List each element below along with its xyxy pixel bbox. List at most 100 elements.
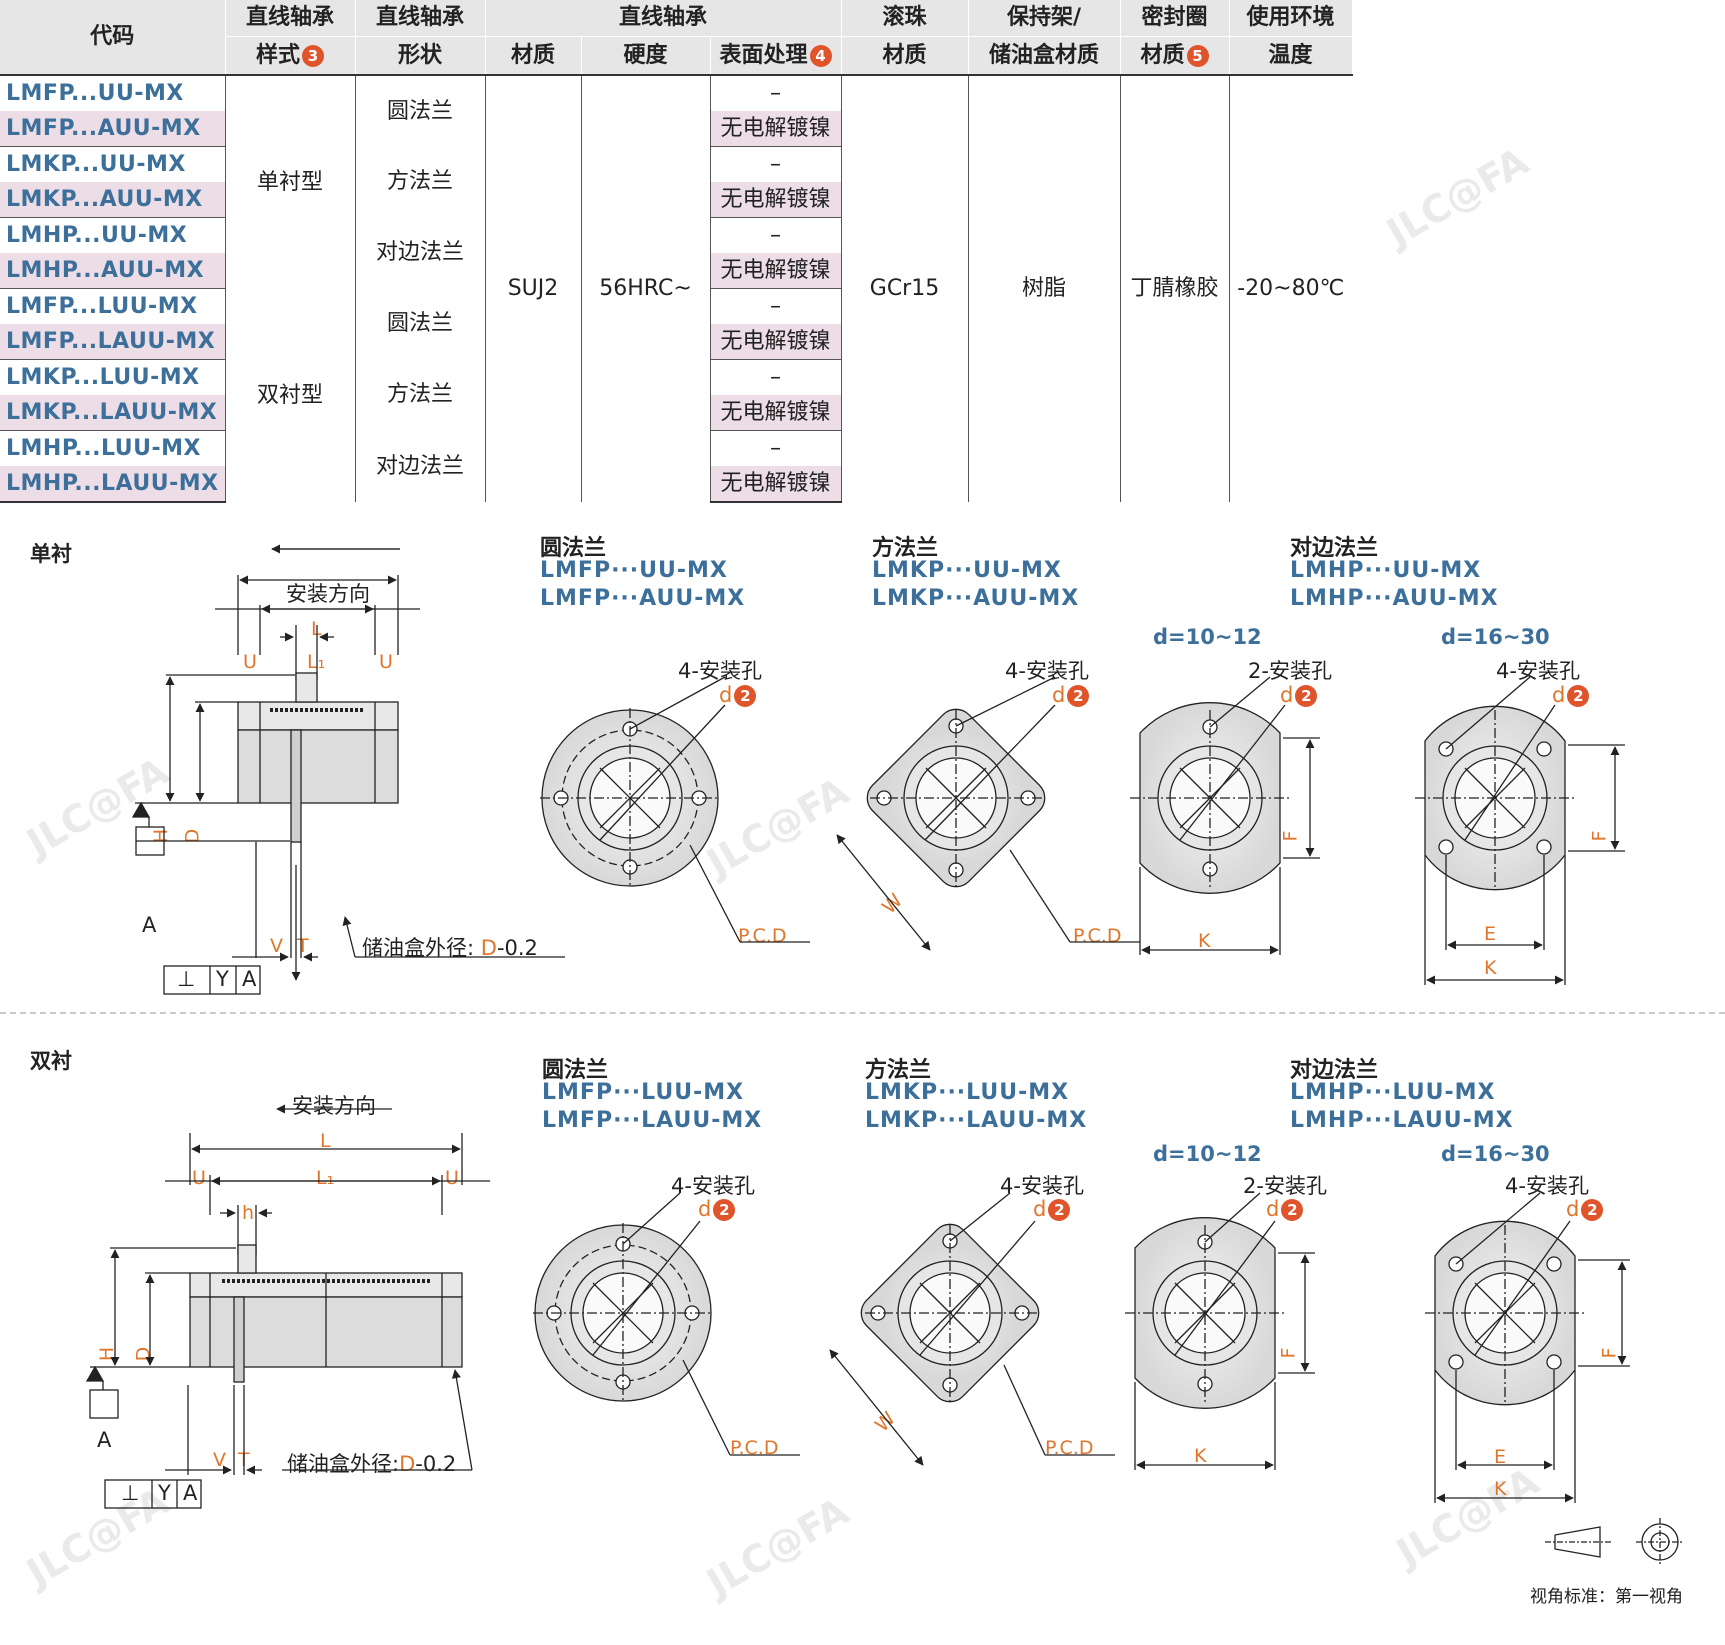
- table-cell-surface: 无电解镀镍: [709, 253, 841, 289]
- projection-note: 视角标准：第一视角: [1530, 1587, 1683, 1607]
- cut-small-range: d=10~12: [1153, 1142, 1262, 1166]
- round-flange-model: LMFP···LAUU-MX: [542, 1108, 763, 1133]
- table-cell-hardness: 56HRC~: [580, 75, 710, 502]
- tol-symbol: ⊥: [177, 967, 196, 991]
- projection-symbol: [1545, 1518, 1684, 1566]
- technical-drawings: [85, 544, 1684, 1566]
- table-cell-surface: 无电解镀镍: [709, 324, 841, 360]
- header-shape-top: 直线轴承: [355, 0, 486, 37]
- table-cell-temperature: -20~80℃: [1228, 75, 1352, 502]
- datum-label: A: [97, 1428, 112, 1452]
- header-material: 材质: [485, 36, 582, 75]
- round-flange-title: 圆法兰: [540, 536, 607, 561]
- table-cell-shape: 对边法兰: [354, 217, 485, 289]
- header-shape: 形状: [355, 36, 486, 75]
- tol-y: Y: [158, 1481, 171, 1505]
- holes-label: 2-安装孔: [1248, 659, 1332, 683]
- square-flange-drawing: [829, 1192, 1115, 1466]
- tol-datum: A: [242, 967, 257, 991]
- badge-4: 4: [809, 44, 832, 67]
- tol-y: Y: [216, 967, 229, 991]
- dim-U: U: [379, 651, 393, 673]
- header-seal-top: 密封圈: [1120, 0, 1230, 37]
- dim-U: U: [243, 651, 257, 673]
- cut-flange-model: LMHP···LUU-MX: [1290, 1080, 1496, 1105]
- table-cell-surface: –: [709, 146, 841, 182]
- cut-flange-model: LMHP···UU-MX: [1290, 558, 1482, 583]
- square-flange-model: LMKP···AUU-MX: [872, 586, 1080, 611]
- holes-label: 4-安装孔: [678, 659, 762, 683]
- header-cage-material: 储油盒材质: [968, 36, 1121, 75]
- side-view-single: [131, 544, 565, 995]
- section-title-single: 单衬: [30, 542, 72, 566]
- oil-box-note: 储油盒外径: D-0.2: [362, 936, 538, 960]
- table-cell-surface: 无电解镀镍: [709, 466, 841, 503]
- table-cell-shape: 圆法兰: [354, 288, 485, 360]
- table-cell-surface: –: [709, 288, 841, 324]
- table-cell-surface: 无电解镀镍: [709, 182, 841, 218]
- table-cell-surface: –: [709, 217, 841, 253]
- cut-flange-model: LMHP···LAUU-MX: [1290, 1108, 1514, 1133]
- round-flange-title: 圆法兰: [542, 1058, 609, 1083]
- section-title-double: 双衬: [30, 1049, 72, 1073]
- badge-5: 5: [1186, 44, 1209, 67]
- section-divider: [0, 1012, 1725, 1014]
- mount-direction-label: 安装方向: [286, 582, 370, 606]
- round-flange-drawing: [533, 1192, 800, 1456]
- round-flange-model: LMFP···AUU-MX: [540, 586, 746, 611]
- table-cell-surface: 无电解镀镍: [709, 111, 841, 147]
- table-cell-shape: 圆法兰: [354, 75, 485, 147]
- dim-K: K: [1484, 957, 1497, 979]
- badge-3: 3: [302, 44, 324, 67]
- dim-T: T: [297, 935, 309, 957]
- table-cell-code: LMKP...LAUU-MX: [0, 395, 225, 431]
- round-flange-drawing: [540, 676, 810, 943]
- round-flange-model: LMFP···LUU-MX: [542, 1080, 745, 1105]
- tol-datum: A: [183, 1481, 198, 1505]
- table-cell-ball-material: GCr15: [840, 75, 968, 502]
- table-cell-code: LMKP...AUU-MX: [0, 182, 225, 218]
- table-cell-surface: –: [709, 75, 841, 111]
- header-temperature: 温度: [1229, 36, 1353, 75]
- table-cell-code: LMKP...LUU-MX: [6, 364, 200, 390]
- watermark: JLC@FA: [1379, 139, 1536, 255]
- datum-label: A: [142, 913, 157, 937]
- header-ball-top: 滚珠: [841, 0, 969, 37]
- square-flange-title: 方法兰: [872, 536, 939, 561]
- drawings-area: JLC@FA JLC@FA JLC@FA JLC@FA JLC@FA JLC@F…: [0, 139, 1725, 1645]
- table-cell-code: LMFP...LUU-MX: [6, 293, 198, 319]
- table-cell-code: LMKP...UU-MX: [6, 151, 186, 177]
- dim-E: E: [1484, 923, 1497, 945]
- holes-label: 4-安装孔: [1005, 659, 1089, 683]
- dim-V: V: [213, 1449, 226, 1471]
- square-flange-drawing: [836, 676, 1140, 951]
- oil-box-note: 储油盒外径:D-0.2: [287, 1452, 457, 1476]
- cut-flange-large-drawing: [1415, 676, 1625, 985]
- dim-U: U: [192, 1167, 206, 1189]
- table-cell-code: LMHP...LAUU-MX: [0, 466, 225, 503]
- holes-label: 2-安装孔: [1243, 1174, 1327, 1198]
- table-cell-code: LMFP...LAUU-MX: [0, 324, 225, 360]
- holes-label: 4-安装孔: [671, 1174, 755, 1198]
- table-cell-shape: 方法兰: [354, 359, 485, 431]
- square-flange-model: LMKP···LUU-MX: [865, 1080, 1070, 1105]
- square-flange-title: 方法兰: [865, 1058, 932, 1083]
- square-flange-model: LMKP···UU-MX: [872, 558, 1062, 583]
- cut-flange-small-drawing: [1125, 1192, 1315, 1470]
- table-cell-code: LMFP...UU-MX: [6, 80, 184, 106]
- cut-large-range: d=16~30: [1441, 625, 1550, 649]
- cut-flange-title: 对边法兰: [1290, 536, 1379, 561]
- round-flange-model: LMFP···UU-MX: [540, 558, 728, 583]
- dim-L1: L₁: [307, 651, 326, 673]
- header-temp-top: 使用环境: [1229, 0, 1353, 37]
- table-cell-cage-material: 树脂: [967, 75, 1120, 502]
- table-cell-surface: –: [709, 430, 841, 466]
- table-cell-code: LMHP...UU-MX: [6, 222, 188, 248]
- holes-label: 4-安装孔: [1000, 1174, 1084, 1198]
